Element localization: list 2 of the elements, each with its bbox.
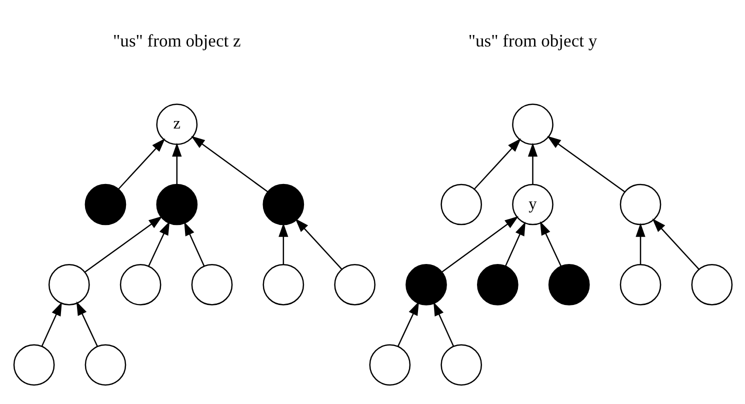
label: "us" from object z [112, 30, 240, 50]
label: "us" from object y [468, 30, 597, 50]
